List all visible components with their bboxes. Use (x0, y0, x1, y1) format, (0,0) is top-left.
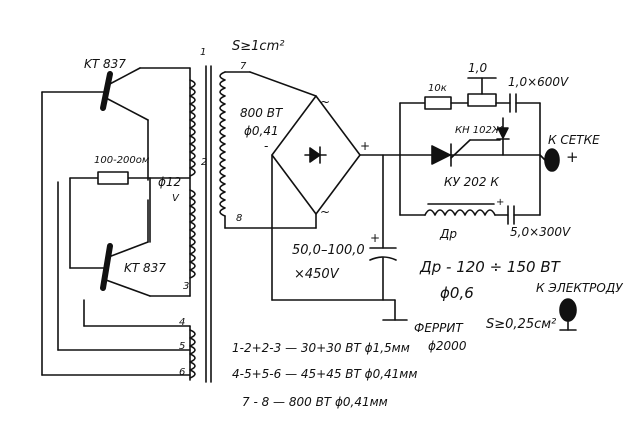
choke-name: Др (440, 227, 457, 241)
winding-1-2-3 (189, 67, 196, 297)
winding-note-1: 1-2+2-3 — 30+30 ВТ ϕ1,5мм (232, 341, 410, 355)
transistor-bottom (69, 199, 191, 297)
main-cap-voltage: ×450V (294, 267, 339, 282)
choke-spec: Др - 120 ÷ 150 ВТ (420, 258, 560, 276)
primary-turns-label: 800 ВТ (240, 106, 283, 120)
choke-wire: ϕ0,6 (440, 284, 474, 302)
pin-3: 3 (183, 281, 190, 292)
ferrite-grade: ϕ2000 (428, 339, 467, 353)
output-plus: + (566, 148, 579, 166)
pin-8: 8 (236, 213, 243, 224)
core-area-label: S≥1cm² (232, 39, 285, 54)
ferrite-area: S≥0,25см² (486, 317, 557, 332)
choke-branch (399, 154, 541, 225)
bridge-plus: + (360, 139, 371, 153)
choke-plus: + (496, 197, 505, 208)
scr-and-zener (431, 117, 510, 167)
main-cap-plus: + (370, 231, 381, 245)
supply-unit-label: V (172, 193, 179, 204)
left-wiring (41, 91, 191, 376)
scr-label: КУ 202 К (444, 175, 499, 189)
pot-label: 1,0 (468, 61, 488, 75)
transistor-bottom-label: KT 837 (124, 261, 166, 275)
bias-resistor-label: 100-200ом (94, 155, 150, 166)
output-node (539, 148, 560, 172)
bridge-ac-bottom: ~ (320, 205, 331, 219)
winding-note-2: 4-5+5-6 — 45+45 ВТ ϕ0,41мм (232, 367, 418, 381)
pin-5: 5 (179, 341, 186, 352)
bridge-minus: - (264, 139, 269, 153)
output-label: К СЕТКЕ (548, 133, 600, 147)
transistor-top-label: KT 837 (84, 57, 126, 71)
main-capacitor (369, 154, 408, 321)
transistor-top (41, 67, 191, 181)
winding-note-3: 7 - 8 — 800 ВТ ϕ0,41мм (242, 395, 388, 409)
zener-label: КН 102Ж (455, 125, 503, 136)
transformer-core (205, 65, 212, 383)
winding-7-8 (219, 71, 317, 229)
electrode-label: К ЭЛЕКТРОДУ (536, 281, 623, 295)
ferrite-label: ФЕРРИТ (414, 321, 463, 335)
winding-4-5-6 (189, 325, 196, 381)
pin-4: 4 (179, 317, 186, 328)
main-cap-value: 50,0–100,0 (292, 243, 365, 258)
bridge-ac-top: ~ (320, 95, 331, 109)
resistor-10k-label: 10к (428, 83, 447, 94)
pin-2: 2 (201, 157, 208, 168)
electrode-plug (559, 298, 577, 331)
primary-wire-label: ϕ0,41 (244, 124, 279, 138)
bias-resistor (97, 171, 129, 185)
top-rc-branch (399, 77, 541, 156)
pin-6: 6 (179, 367, 186, 378)
cap-choke-label: 5,0×300V (510, 225, 571, 239)
cap-top-label: 1,0×600V (508, 75, 569, 89)
supply-voltage-label: ϕ12 (158, 175, 182, 189)
pin-7: 7 (240, 61, 247, 72)
pin-1: 1 (200, 47, 207, 58)
